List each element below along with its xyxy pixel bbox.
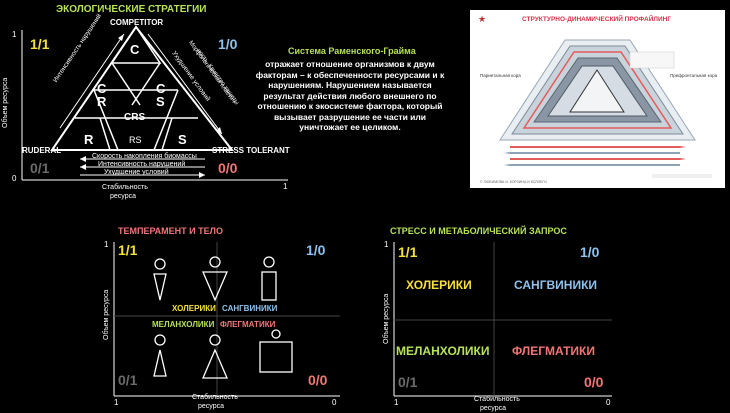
eco-title: ЭКОЛОГИЧЕСКИЕ СТРАТЕГИИ <box>56 4 207 15</box>
stress-melancholic-label: МЕЛАНХОЛИКИ <box>396 344 490 358</box>
eco-axis-right: 1 <box>283 182 288 191</box>
eco-letter-s: S <box>178 132 187 147</box>
slide-right-label: Префронтальная кора <box>670 73 718 78</box>
stress-phlegmatic-label: ФЛЕГМАТИКИ <box>512 344 595 358</box>
temp-y-label: Объем ресурса <box>103 289 110 340</box>
stress-q01: 0/1 <box>398 374 418 390</box>
grime-title: Система Раменского-Грайма <box>288 46 416 56</box>
temp-q10: 1/0 <box>306 242 326 258</box>
eco-panel: ЭКОЛОГИЧЕСКИЕ СТРАТЕГИИ COMPETITOR RUDER… <box>0 0 300 205</box>
stress-y-label: Объем ресурса <box>383 293 390 344</box>
temp-title: ТЕМПЕРАМЕНТ И ТЕЛО <box>118 226 223 236</box>
temp-choleric-label: ХОЛЕРИКИ <box>172 304 216 313</box>
temp-chart <box>113 242 340 397</box>
slide-title: СТРУКТУРНО-ДИНАМИЧЕСКИЙ ПРОФАЙЛИНГ <box>522 16 672 23</box>
eco-letter-cr: C R <box>97 81 107 109</box>
temp-melancholic-label: МЕЛАНХОЛИКИ <box>152 320 215 329</box>
temp-square-head <box>271 329 281 339</box>
eco-bottom-label-3: Ухудшение условий <box>104 169 169 176</box>
eco-competitor-label: COMPETITOR <box>110 18 164 27</box>
temp-axis-right: 0 <box>332 398 337 407</box>
stress-q10: 1/0 <box>580 244 600 260</box>
eco-axis-top: 1 <box>12 30 17 39</box>
stress-axis-right: 0 <box>606 398 611 407</box>
eco-x-label-1: Стабильность <box>102 184 148 191</box>
eco-stress-label: STRESS TOLERANT <box>212 146 290 155</box>
eco-bottom-label-1: Скорость накопления биомассы <box>92 153 197 160</box>
temp-axis-left: 1 <box>114 398 119 407</box>
slide-logo-icon: ★ <box>478 14 487 24</box>
temp-phlegmatic-label: ФЛЕГМАТИКИ <box>220 320 276 329</box>
stress-x-label-1: Стабильность <box>474 396 520 403</box>
eco-y-label: Объем ресурса <box>2 77 9 128</box>
eco-x-label-2: ресурса <box>110 193 136 200</box>
eco-q10: 1/0 <box>218 36 238 52</box>
eco-letter-crs: CRS <box>124 112 146 123</box>
slide-left-label: Париетальная кора <box>480 73 521 78</box>
eco-q11: 1/1 <box>30 36 50 52</box>
stress-q00: 0/0 <box>584 374 604 390</box>
temp-sanguine-label: САНГВИНИКИ <box>222 304 278 313</box>
eco-axis-zero: 0 <box>12 174 17 183</box>
temp-melan-head <box>154 334 166 346</box>
temp-phleg2-body <box>202 348 228 379</box>
eco-ruderal-label: RUDERAL <box>22 146 62 155</box>
eco-letter-r: R <box>84 132 94 147</box>
temp-phleg-head <box>263 256 275 268</box>
eco-inner-triangle-c <box>110 25 162 64</box>
slide-diagram <box>499 39 712 178</box>
stress-x-label-2: ресурса <box>480 405 506 412</box>
grime-text: отражает отношение организмов к двум фак… <box>255 59 445 132</box>
eco-left-arrow <box>59 33 125 129</box>
stress-choleric-label: ХОЛЕРИКИ <box>406 278 472 292</box>
temp-axis-top: 1 <box>104 240 109 249</box>
temp-sanguine-body <box>202 271 228 302</box>
eco-q00: 0/0 <box>218 160 238 176</box>
eco-letter-c1: C <box>130 42 140 57</box>
temp-choleric-body <box>153 273 167 301</box>
eco-bottom-label-2: Интенсивность нарушений <box>98 161 186 168</box>
temp-q01: 0/1 <box>118 372 138 388</box>
temp-phleg-body <box>261 271 277 301</box>
temp-choleric-head <box>154 258 166 270</box>
stress-chart <box>393 242 612 397</box>
eco-letter-cs: C S <box>156 81 166 109</box>
stress-sanguine-label: САНГВИНИКИ <box>514 278 598 292</box>
temp-melan-body <box>153 349 167 377</box>
temp-square-body <box>259 341 293 373</box>
eco-letter-rs: RS <box>129 135 142 145</box>
eco-triangle <box>50 25 235 151</box>
eco-diagram <box>21 25 288 181</box>
profiling-slide: ★ СТРУКТУРНО-ДИНАМИЧЕСКИЙ ПРОФАЙЛИНГ Пар… <box>470 10 725 188</box>
temp-phleg2-head <box>209 334 221 346</box>
eco-q01: 0/1 <box>30 160 50 176</box>
stress-axis-left: 1 <box>394 398 399 407</box>
temp-q11: 1/1 <box>118 242 138 258</box>
temp-x-label-1: Стабильность <box>192 394 238 401</box>
stress-panel: СТРЕСС И МЕТАБОЛИЧЕСКИЙ ЗАПРОС 1/1 1/0 0… <box>380 220 620 413</box>
temp-q00: 0/0 <box>308 372 328 388</box>
eco-right-arrow <box>147 33 223 135</box>
temp-sanguine-head <box>209 256 221 268</box>
temp-panel: ТЕМПЕРАМЕНТ И ТЕЛО 1/1 1/0 0/1 0/0 ХОЛЕР… <box>100 220 350 413</box>
slide-footer: © ЛЮБИМОВА И. КОРЗИНА И КОЛЛЕГИ <box>480 180 547 184</box>
stress-q11: 1/1 <box>398 244 418 260</box>
stress-axis-top: 1 <box>384 240 389 249</box>
stress-title: СТРЕСС И МЕТАБОЛИЧЕСКИЙ ЗАПРОС <box>390 226 567 236</box>
temp-x-label-2: ресурса <box>198 403 224 410</box>
